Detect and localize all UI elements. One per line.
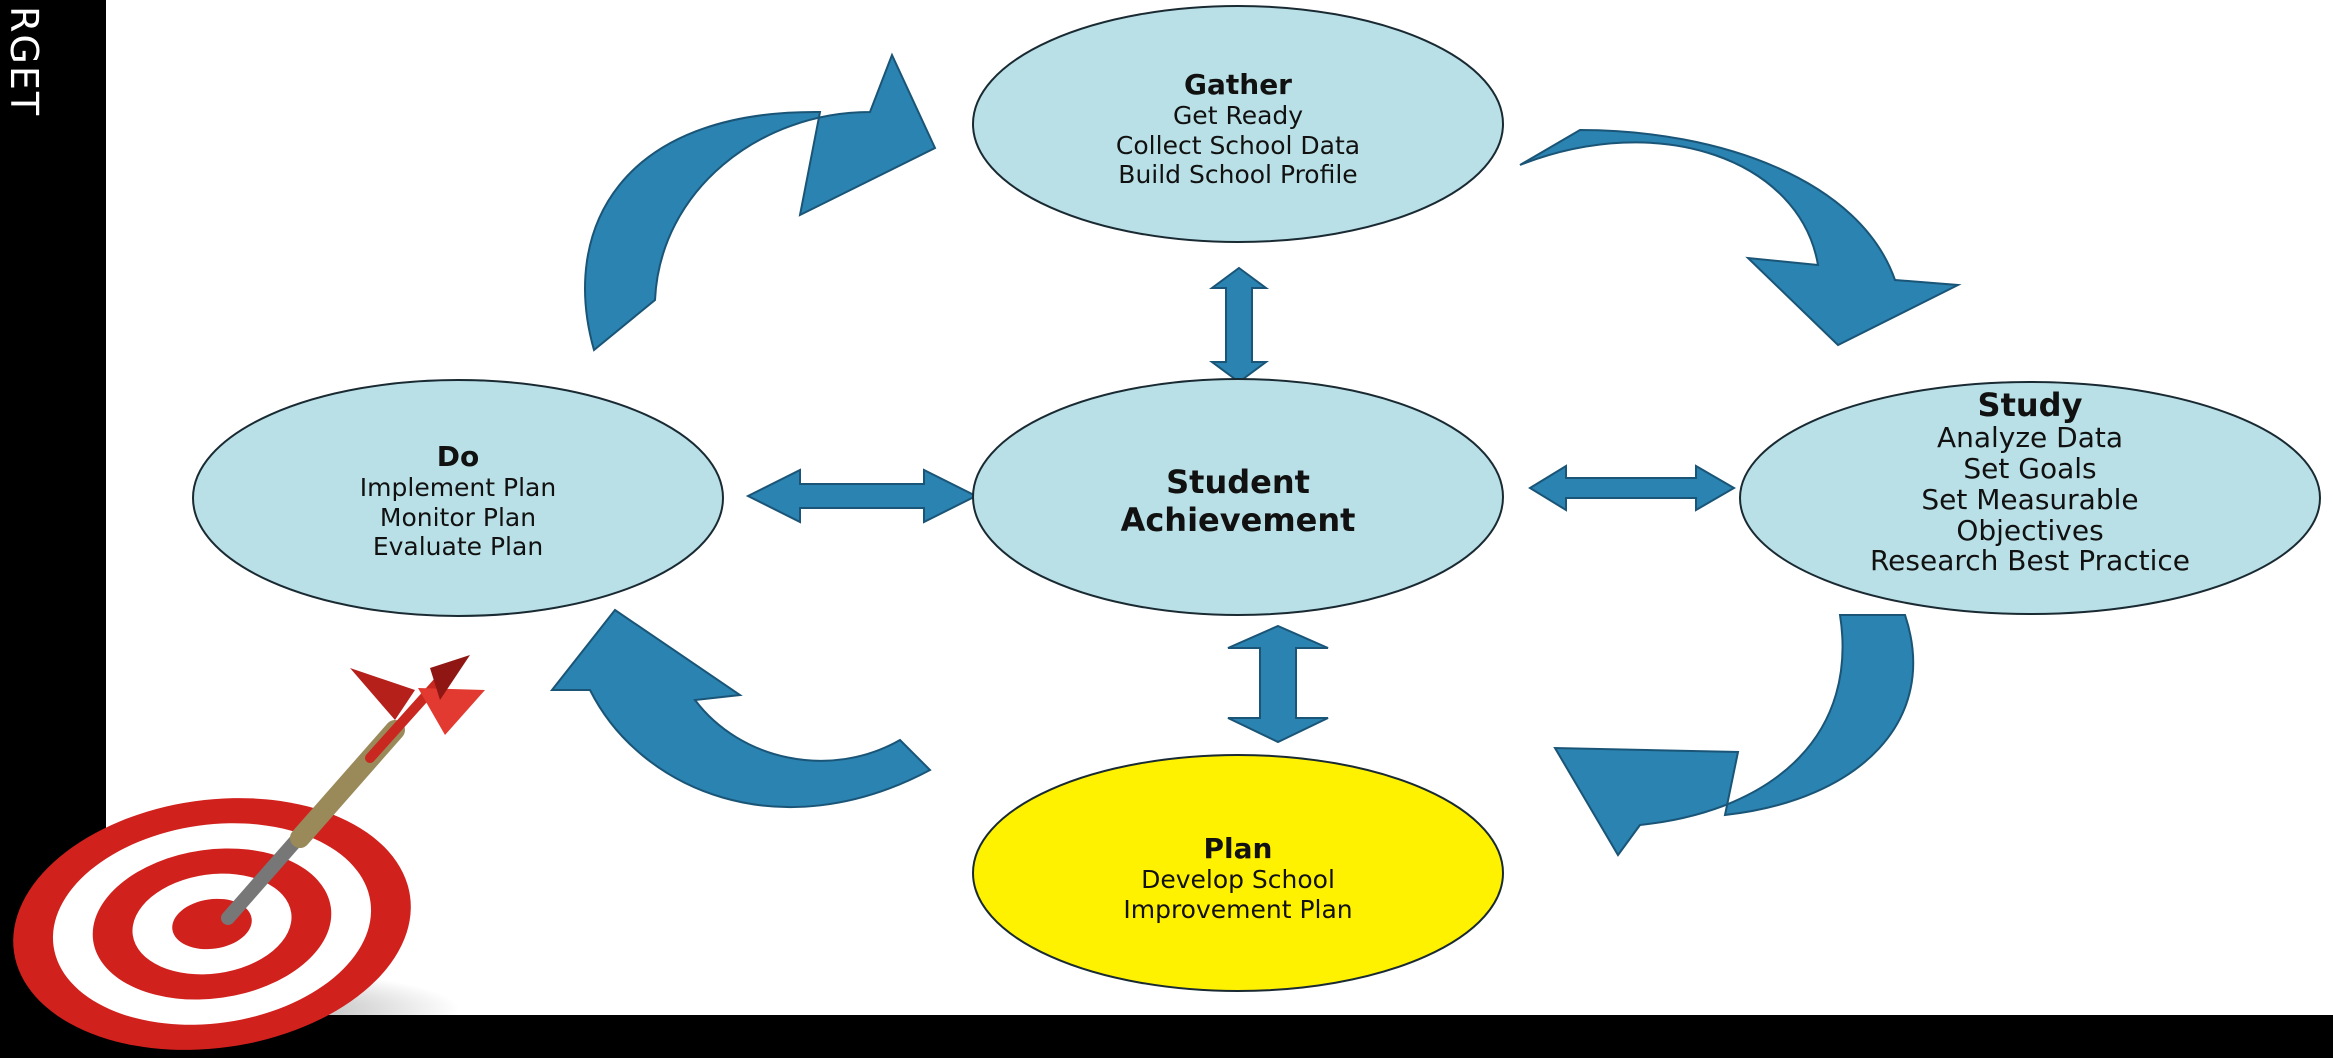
curved-arrow-icon	[1519, 128, 1962, 347]
curved-arrow-icon	[549, 608, 932, 809]
center-node-shape	[972, 378, 1504, 616]
do-line: Monitor Plan	[379, 502, 537, 532]
double-arrow-icon	[1227, 624, 1329, 744]
do-node: Do Implement Plan Monitor Plan Evaluate …	[233, 440, 683, 562]
center-title: Student	[1166, 463, 1310, 501]
study-node: Study Analyze Data Set Goals Set Measura…	[1780, 386, 2280, 578]
gather-node: Gather Get Ready Collect School Data Bui…	[1013, 68, 1463, 190]
center-node: Student Achievement	[1013, 463, 1463, 540]
study-line: Research Best Practice	[1869, 544, 2191, 578]
plan-node: Plan Develop School Improvement Plan	[1013, 832, 1463, 924]
study-title: Study	[1977, 386, 2083, 424]
gather-line: Build School Profile	[1118, 160, 1358, 190]
gather-title: Gather	[1184, 68, 1292, 101]
double-arrow-icon	[745, 468, 979, 524]
curved-arrow-icon	[584, 52, 937, 352]
study-line: Set Goals	[1963, 451, 2097, 485]
plan-title: Plan	[1203, 832, 1273, 865]
study-line: Analyze Data	[1936, 421, 2124, 455]
dart-target-icon	[13, 655, 485, 1050]
gather-line: Collect School Data	[1115, 130, 1361, 160]
double-arrow-icon	[1208, 266, 1270, 384]
gather-node-shape	[972, 5, 1504, 243]
center-title-line2: Achievement	[1120, 500, 1356, 539]
study-line: Objectives	[1956, 513, 2104, 547]
do-node-shape	[192, 379, 724, 617]
do-title: Do	[436, 440, 480, 473]
study-node-shape	[1739, 381, 2321, 615]
curved-arrow-icon	[1553, 614, 1915, 857]
do-line: Implement Plan	[359, 473, 557, 503]
plan-node-shape	[972, 754, 1504, 992]
gather-line: Get Ready	[1172, 101, 1304, 131]
plan-line: Improvement Plan	[1123, 894, 1353, 924]
do-line: Evaluate Plan	[372, 532, 544, 562]
double-arrow-icon	[1528, 464, 1736, 512]
study-line: Set Measurable	[1921, 482, 2139, 516]
plan-line: Develop School	[1141, 865, 1335, 895]
